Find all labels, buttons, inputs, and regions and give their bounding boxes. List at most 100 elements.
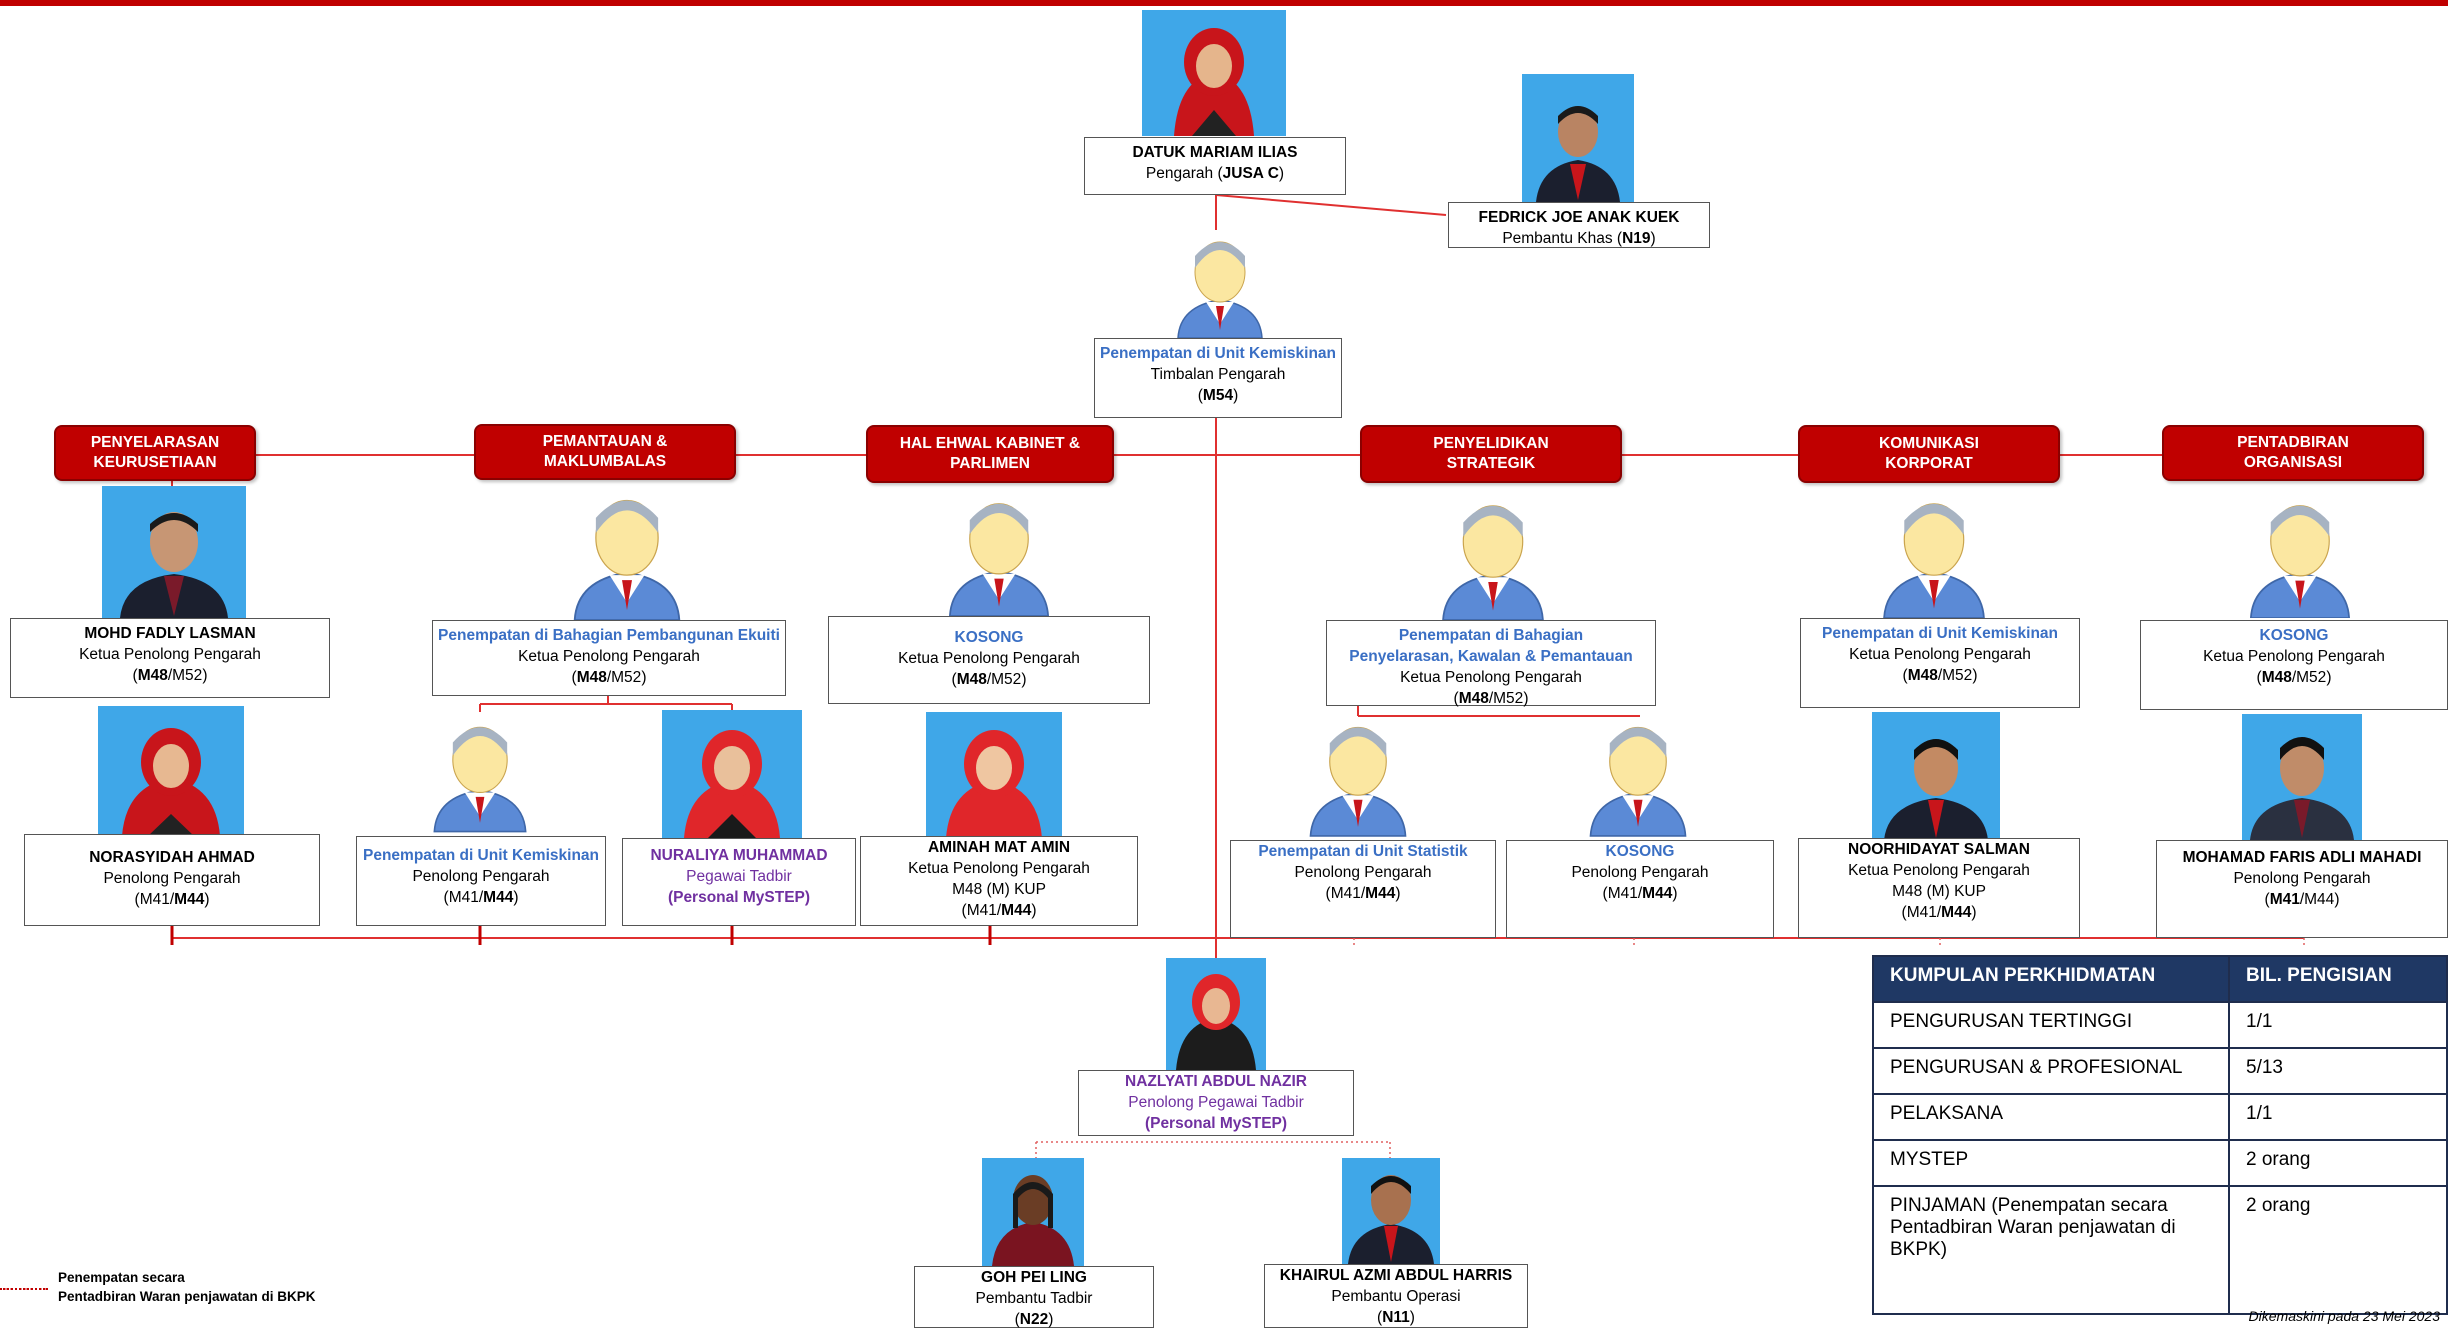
staff-photo	[662, 710, 802, 838]
table-header-cell: BIL. PENGISIAN	[2228, 955, 2448, 1003]
head-card: KOSONG Ketua Penolong Pengarah (M48/M52)	[2140, 620, 2448, 710]
admin-officer-card: NAZLYATI ABDUL NAZIR Penolong Pegawai Ta…	[1078, 1070, 1354, 1136]
table-cell: 5/13	[2228, 1047, 2448, 1095]
bottom-staff-card: GOH PEI LING Pembantu Tadbir (N22)	[914, 1266, 1154, 1328]
staff-title: Penolong Pengarah	[1294, 864, 1432, 881]
head-title: Ketua Penolong Pengarah	[1400, 669, 1582, 686]
staff-grade: M41	[2269, 891, 2300, 908]
head-name: Penempatan di Unit Kemiskinan	[1822, 625, 2058, 642]
head-name: KOSONG	[2259, 627, 2329, 644]
staff-name: NURALIYA MUHAMMAD	[650, 847, 828, 864]
head-name: MOHD FADLY LASMAN	[84, 625, 256, 642]
head-title: Ketua Penolong Pengarah	[1849, 646, 2031, 663]
staff-title: Penolong Pengarah	[1571, 864, 1709, 881]
assistant-card: FEDRICK JOE ANAK KUEK Pembantu Khas (N19…	[1448, 202, 1710, 248]
head-avatar-icon	[566, 488, 688, 620]
staff-title: Penolong Pengarah	[412, 868, 550, 885]
head-card: Penempatan di Bahagian Pembangunan Ekuit…	[432, 620, 786, 696]
staff-name: AMINAH MAT AMIN	[927, 839, 1071, 856]
assistant-photo	[1522, 74, 1634, 202]
table-cell: PENGURUSAN TERTINGGI	[1872, 1001, 2230, 1049]
table-header-row: KUMPULAN PERKHIDMATAN BIL. PENGISIAN	[1872, 955, 2448, 1003]
staff-photo	[2242, 714, 2362, 840]
table-row: PINJAMAN (Penempatan secara Pentadbiran …	[1872, 1185, 2448, 1315]
head-grade: M48	[2261, 669, 2292, 686]
staff-extra: M48 (M) KUP	[1892, 883, 1986, 900]
director-photo	[1142, 10, 1286, 136]
updated-date: Dikemaskini pada 23 Mei 2023	[2248, 1308, 2440, 1324]
head-photo	[102, 486, 246, 618]
assistant-title: Pembantu Khas	[1502, 230, 1613, 247]
head-card: Penempatan di Unit Kemiskinan Ketua Peno…	[1800, 618, 2080, 708]
staffing-summary-table: KUMPULAN PERKHIDMATAN BIL. PENGISIAN PEN…	[1872, 955, 2448, 1315]
staff-note: (Personal MySTEP)	[667, 889, 811, 906]
director-name: DATUK MARIAM ILIAS	[1132, 144, 1298, 161]
assistant-grade: N19	[1622, 230, 1651, 247]
deputy-avatar-icon	[1174, 232, 1266, 338]
staff-card: NOORHIDAYAT SALMAN Ketua Penolong Pengar…	[1798, 838, 2080, 938]
legend-line-1: Penempatan secara	[58, 1270, 185, 1285]
staff-card: AMINAH MAT AMIN Ketua Penolong Pengarah …	[860, 836, 1138, 926]
head-card: MOHD FADLY LASMAN Ketua Penolong Pengara…	[10, 618, 330, 698]
staff-photo	[926, 712, 1062, 838]
head-title: Ketua Penolong Pengarah	[2203, 648, 2385, 665]
legend-line-2: Pentadbiran Waran penjawatan di BKPK	[58, 1289, 316, 1304]
deputy-name: Penempatan di Unit Kemiskinan	[1100, 345, 1336, 362]
staff-avatar-icon	[1306, 712, 1410, 840]
head-card: Penempatan di Bahagian Penyelarasan, Kaw…	[1326, 620, 1656, 707]
deputy-title: Timbalan Pengarah	[1150, 366, 1286, 383]
admin-officer-note: (Personal MySTEP)	[1144, 1115, 1288, 1132]
head-avatar-icon	[944, 492, 1054, 616]
section-header: PENTADBIRAN ORGANISASI	[2162, 425, 2424, 481]
head-grade: M48	[1458, 690, 1489, 707]
bottom-staff-title: Pembantu Tadbir	[975, 1290, 1093, 1307]
table-cell: PELAKSANA	[1872, 1093, 2230, 1141]
head-avatar-icon	[2246, 494, 2354, 618]
staff-title: Pegawai Tadbir	[686, 868, 792, 885]
staff-card: Penempatan di Unit Kemiskinan Penolong P…	[356, 836, 606, 926]
staff-photo	[98, 706, 244, 836]
staff-card: KOSONG Penolong Pengarah (M41/M44)	[1506, 840, 1774, 938]
staff-name: NOORHIDAYAT SALMAN	[1848, 841, 2030, 858]
head-title: Ketua Penolong Pengarah	[79, 646, 261, 663]
staff-card: MOHAMAD FARIS ADLI MAHADI Penolong Penga…	[2156, 840, 2448, 938]
staff-card: Penempatan di Unit Statistik Penolong Pe…	[1230, 840, 1496, 938]
assistant-name: FEDRICK JOE ANAK KUEK	[1478, 209, 1680, 226]
staff-grade: M44	[1365, 885, 1396, 902]
section-header: KOMUNIKASI KORPORAT	[1798, 425, 2060, 483]
staff-photo	[1872, 712, 2000, 840]
table-cell: 1/1	[2228, 1001, 2448, 1049]
head-title: Ketua Penolong Pengarah	[898, 650, 1080, 667]
staff-grade: M44	[1941, 904, 1972, 921]
table-cell: PENGURUSAN & PROFESIONAL	[1872, 1047, 2230, 1095]
staff-title: Penolong Pengarah	[2233, 870, 2371, 887]
admin-officer-name: NAZLYATI ABDUL NAZIR	[1125, 1073, 1307, 1090]
staff-grade: M44	[1001, 902, 1032, 919]
staff-extra: M48 (M) KUP	[952, 881, 1046, 898]
section-header: PENYELARASAN KEURUSETIAAN	[54, 425, 256, 481]
head-avatar-icon	[1436, 494, 1550, 620]
staff-avatar-icon	[430, 712, 530, 836]
section-header: HAL EHWAL KABINET & PARLIMEN	[866, 425, 1114, 483]
staff-title: Ketua Penolong Pengarah	[908, 860, 1090, 877]
legend-dotted-line	[0, 1288, 48, 1290]
staff-grade: M44	[483, 889, 514, 906]
staff-card: NORASYIDAH AHMAD Penolong Pengarah (M41/…	[24, 834, 320, 926]
top-accent-bar	[0, 0, 2448, 6]
staff-name: Penempatan di Unit Kemiskinan	[363, 847, 599, 864]
table-cell: 2 orang	[2228, 1185, 2448, 1315]
head-grade: M48	[956, 671, 987, 688]
table-cell: 1/1	[2228, 1093, 2448, 1141]
head-card: KOSONG Ketua Penolong Pengarah (M48/M52)	[828, 616, 1150, 704]
bottom-staff-name: KHAIRUL AZMI ABDUL HARRIS	[1279, 1267, 1513, 1284]
director-title: Pengarah	[1145, 165, 1214, 182]
staff-title: Penolong Pengarah	[103, 870, 241, 887]
staff-title: Ketua Penolong Pengarah	[1848, 862, 2030, 879]
deputy-card: Penempatan di Unit Kemiskinan Timbalan P…	[1094, 338, 1342, 418]
staff-name: Penempatan di Unit Statistik	[1258, 843, 1468, 860]
head-grade: M48	[137, 667, 168, 684]
legend: Penempatan secara Pentadbiran Waran penj…	[0, 1268, 316, 1306]
